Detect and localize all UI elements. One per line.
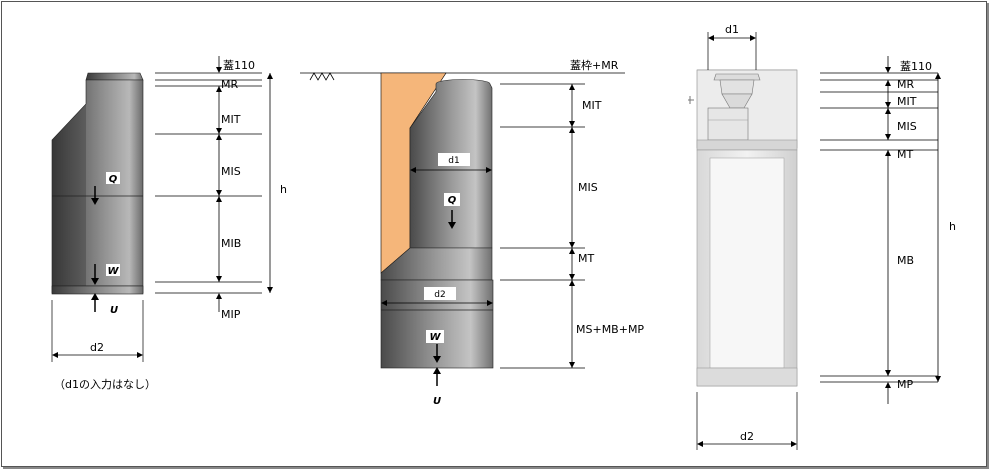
d1-w-box [106, 264, 120, 276]
d2-d1-label: d1 [448, 156, 459, 166]
d3-h-label: h [949, 220, 956, 233]
d2-d1-arrow-r [486, 167, 492, 173]
d1-lid [85, 72, 144, 81]
d2-extension-lines [500, 83, 585, 369]
d3-mp-label: MP [897, 378, 913, 391]
d1-mis-label: MIS [221, 165, 241, 178]
d3-neck-upper [719, 79, 755, 95]
d2-w-arrowhead [433, 356, 441, 363]
d3-neck-cap [713, 73, 761, 81]
d1-note: （d1の入力はなし） [54, 378, 156, 391]
d1-vertical-dims [218, 56, 271, 312]
d3-d1-label: d1 [725, 23, 739, 36]
d2-d2-arrow-r [487, 300, 493, 306]
d3-mr-label: MR [897, 78, 914, 91]
d2-q-arrowhead [448, 222, 456, 229]
d3-mt-label: MT [897, 148, 913, 161]
d3-d2-label: d2 [740, 430, 754, 443]
d1-u-label: U [110, 305, 118, 316]
d3-top-slab [696, 139, 798, 151]
d2-d1-box [438, 153, 470, 166]
d2-q-box [444, 193, 460, 206]
d1-body-left [52, 104, 86, 293]
d1-mit-label: MIT [221, 113, 241, 126]
d1-mip-label: MIP [221, 308, 241, 321]
d3-mis-label: MIS [897, 120, 917, 133]
d1-dim-arrowheads [216, 67, 273, 299]
d1-base [51, 285, 144, 295]
d1-d2-label: d2 [90, 341, 104, 354]
d3-base [696, 367, 798, 387]
d2-d2-arrow-l [381, 300, 387, 306]
diagram-2: d1 Q d2 W U [300, 58, 644, 407]
d1-mr-label: MR [221, 78, 238, 91]
d3-inner-cavity [709, 157, 785, 369]
d2-w-box [426, 330, 444, 343]
d2-mis-label: MIS [578, 181, 598, 194]
d2-combo-label: MS+MB+MP [576, 323, 644, 336]
d2-u-label: U [433, 396, 441, 407]
d1-q-box [106, 172, 120, 184]
d1-mib-label: MIB [221, 237, 241, 250]
d3-neck-lower [707, 107, 749, 141]
d3-d2-arrow-r [791, 441, 797, 447]
d2-d2-label: d2 [434, 290, 445, 300]
d2-u-arrowhead [433, 367, 441, 374]
d3-d1-arrow-l [708, 35, 714, 41]
d3-mb-label: MB [897, 254, 914, 267]
diagram-1: Q W U d2 [51, 56, 287, 362]
d2-mit-label: MIT [582, 99, 602, 112]
d3-dim-arrowheads [885, 67, 941, 388]
d1-w-label: W [107, 266, 119, 277]
d1-d2-arrow-l [52, 352, 58, 358]
d2-lid-label: 蓋枠+MR [570, 58, 619, 72]
d2-w-label: W [429, 332, 441, 343]
d3-lid-label: 蓋110 [900, 60, 932, 73]
d3-extension-lines [820, 72, 938, 383]
d3-mit-label: MIT [897, 95, 917, 108]
d2-q-label: Q [448, 195, 457, 206]
d1-q-label: Q [109, 174, 118, 185]
d2-mt-label: MT [578, 252, 594, 265]
d1-h-label: h [280, 183, 287, 196]
d3-d2-arrow-l [697, 441, 703, 447]
d2-d2-box [424, 287, 456, 300]
d1-lid-label: 蓋110 [223, 59, 255, 72]
d3-d1-arrow-r [750, 35, 756, 41]
d2-dim-arrowheads [569, 84, 575, 368]
d1-u-arrowhead [91, 293, 99, 300]
d1-q-arrowhead [91, 198, 99, 205]
d2-ground-hatch [309, 72, 335, 81]
diagram-3: d1 d2 [688, 23, 956, 450]
d1-d2-arrow-r [137, 352, 143, 358]
d2-d1-arrow-l [410, 167, 416, 173]
d1-extension-lines [155, 72, 262, 294]
d1-w-arrowhead [91, 278, 99, 285]
